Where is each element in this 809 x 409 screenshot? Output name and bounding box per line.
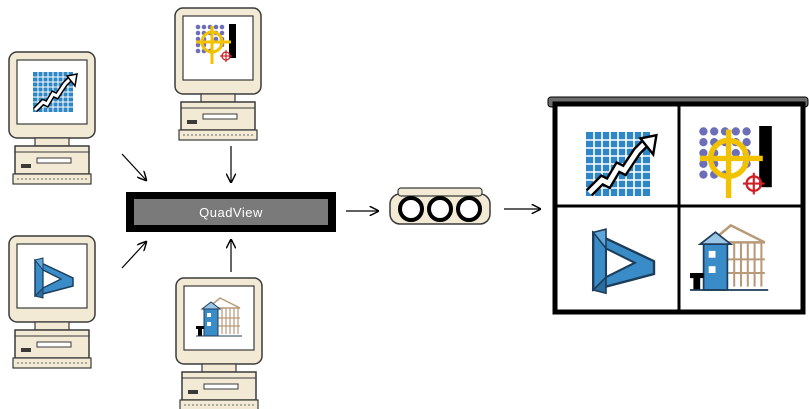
quadview-hub: QuadView bbox=[126, 192, 336, 232]
hub-label: QuadView bbox=[199, 205, 263, 220]
arrow-shape-to-hub bbox=[121, 242, 146, 269]
projector-icon bbox=[389, 187, 491, 225]
input-arrows bbox=[121, 146, 231, 272]
screen-quadrant-chart bbox=[586, 132, 656, 196]
arrow-chart-to-hub bbox=[121, 153, 146, 180]
computer-house bbox=[175, 277, 263, 409]
computer-shape bbox=[8, 235, 96, 369]
rising-chart-icon bbox=[33, 72, 77, 112]
computer-target bbox=[174, 7, 262, 141]
quad-display-screen bbox=[547, 96, 809, 315]
computer-chart bbox=[8, 51, 96, 185]
